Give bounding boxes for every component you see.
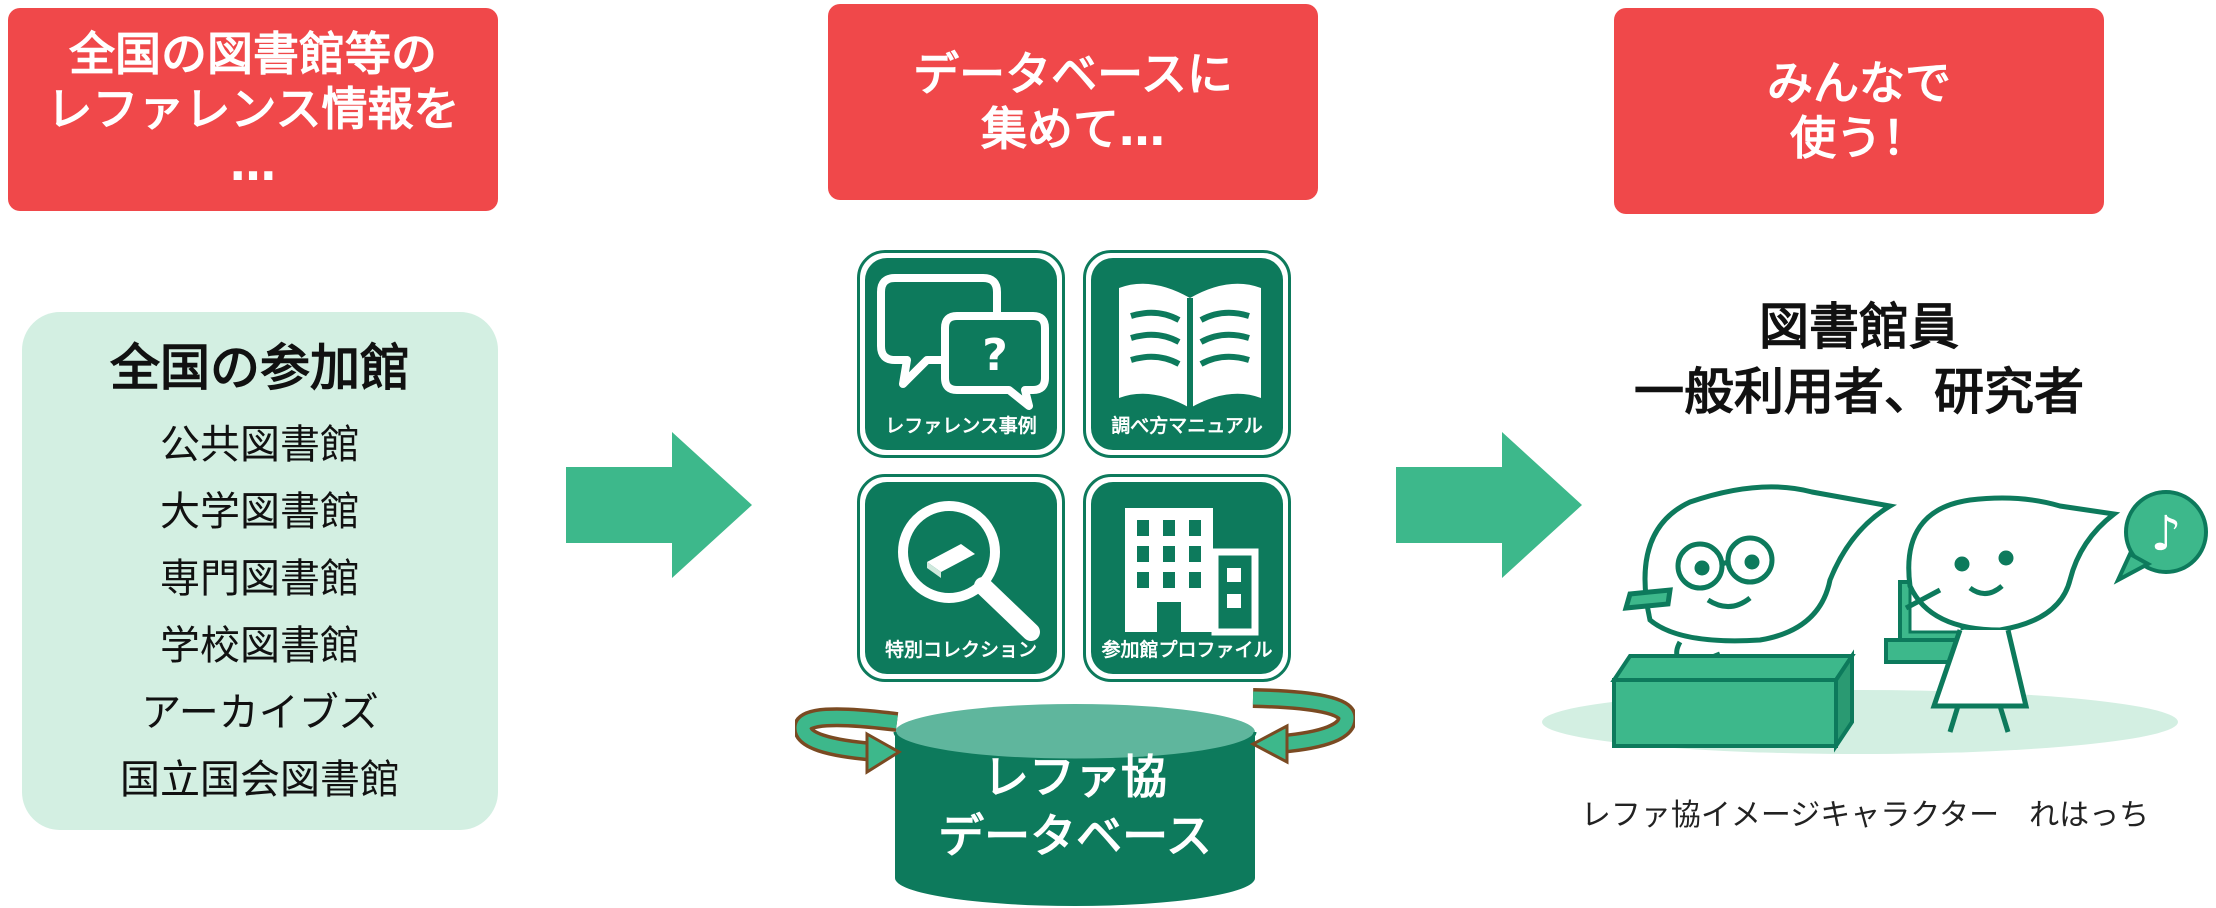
glasses-character xyxy=(1622,484,1897,669)
list-item: 専門図書館 xyxy=(160,556,360,602)
banner-collect-line1: 全国の図書館等の xyxy=(69,26,437,81)
tile-label: 参加館プロファイル xyxy=(1101,639,1273,661)
banner-gather: データベースに 集めて… xyxy=(828,4,1318,200)
list-item: 学校図書館 xyxy=(160,623,360,669)
banner-collect-line2: レファレンス情報を xyxy=(46,81,460,136)
banner-use: みんなで 使う！ xyxy=(1614,8,2104,214)
tile-special-collections: 特別コレクション xyxy=(857,474,1065,682)
list-item: 国立国会図書館 xyxy=(120,757,400,803)
list-item: 大学図書館 xyxy=(160,489,360,535)
svg-text:♪: ♪ xyxy=(2151,506,2182,562)
banner-collect: 全国の図書館等の レファレンス情報を … xyxy=(8,8,498,211)
rehacchi-character-illustration: ♪ xyxy=(1542,484,2208,754)
tile-reference-cases: ? レファレンス事例 xyxy=(857,250,1065,458)
database-label-line2: データベース xyxy=(938,808,1212,863)
tile-participant-profiles: 参加館プロファイル xyxy=(1083,474,1291,682)
character-caption: レファ協イメージキャラクター れはっち xyxy=(1580,798,2150,833)
participants-list: 公共図書館 大学図書館 専門図書館 学校図書館 アーカイブズ 国立国会図書館 xyxy=(120,412,400,814)
flow-arrow-right-icon xyxy=(566,432,752,578)
users-title-line1: 図書館員 xyxy=(1759,298,1959,356)
rotate-arrow-right-icon xyxy=(1249,688,1355,765)
desk-icon xyxy=(1610,649,1856,753)
flow-arrow-right-icon xyxy=(1396,432,1582,578)
banner-gather-line2: 集めて… xyxy=(981,102,1165,156)
banner-use-line1: みんなで xyxy=(1767,55,1951,110)
users-title-line2: 一般利用者、研究者 xyxy=(1634,363,2084,421)
open-book-icon xyxy=(1119,283,1261,408)
database-label-line1: レファ協 xyxy=(983,750,1167,804)
list-item: アーカイブズ xyxy=(141,690,379,736)
database-cylinder-icon xyxy=(795,688,1355,906)
participants-box: 全国の参加館 公共図書館 大学図書館 専門図書館 学校図書館 アーカイブズ 国立… xyxy=(22,312,498,830)
standing-character xyxy=(1904,495,2121,733)
rotate-arrow-left-icon xyxy=(795,707,902,775)
tile-research-manuals: 調べ方マニュアル xyxy=(1083,250,1291,458)
users-title: 図書館員 一般利用者、研究者 xyxy=(1614,295,2104,425)
tile-label: 調べ方マニュアル xyxy=(1111,415,1263,437)
tile-label: 特別コレクション xyxy=(884,639,1037,661)
music-note-bubble-icon: ♪ xyxy=(2113,490,2208,585)
list-item: 公共図書館 xyxy=(160,422,360,468)
banner-gather-line1: データベースに xyxy=(913,46,1233,101)
building-icon xyxy=(1125,508,1259,636)
participants-title: 全国の参加館 xyxy=(110,339,410,397)
database-label: レファ協 データベース xyxy=(895,748,1255,866)
magnifier-book-icon xyxy=(898,501,1040,641)
svg-text:?: ? xyxy=(982,330,1008,381)
speech-bubbles-question-icon: ? xyxy=(877,274,1049,410)
banner-use-line2: 使う！ xyxy=(1790,111,1928,165)
tile-label: レファレンス事例 xyxy=(885,415,1037,437)
banner-collect-line3: … xyxy=(230,137,276,192)
